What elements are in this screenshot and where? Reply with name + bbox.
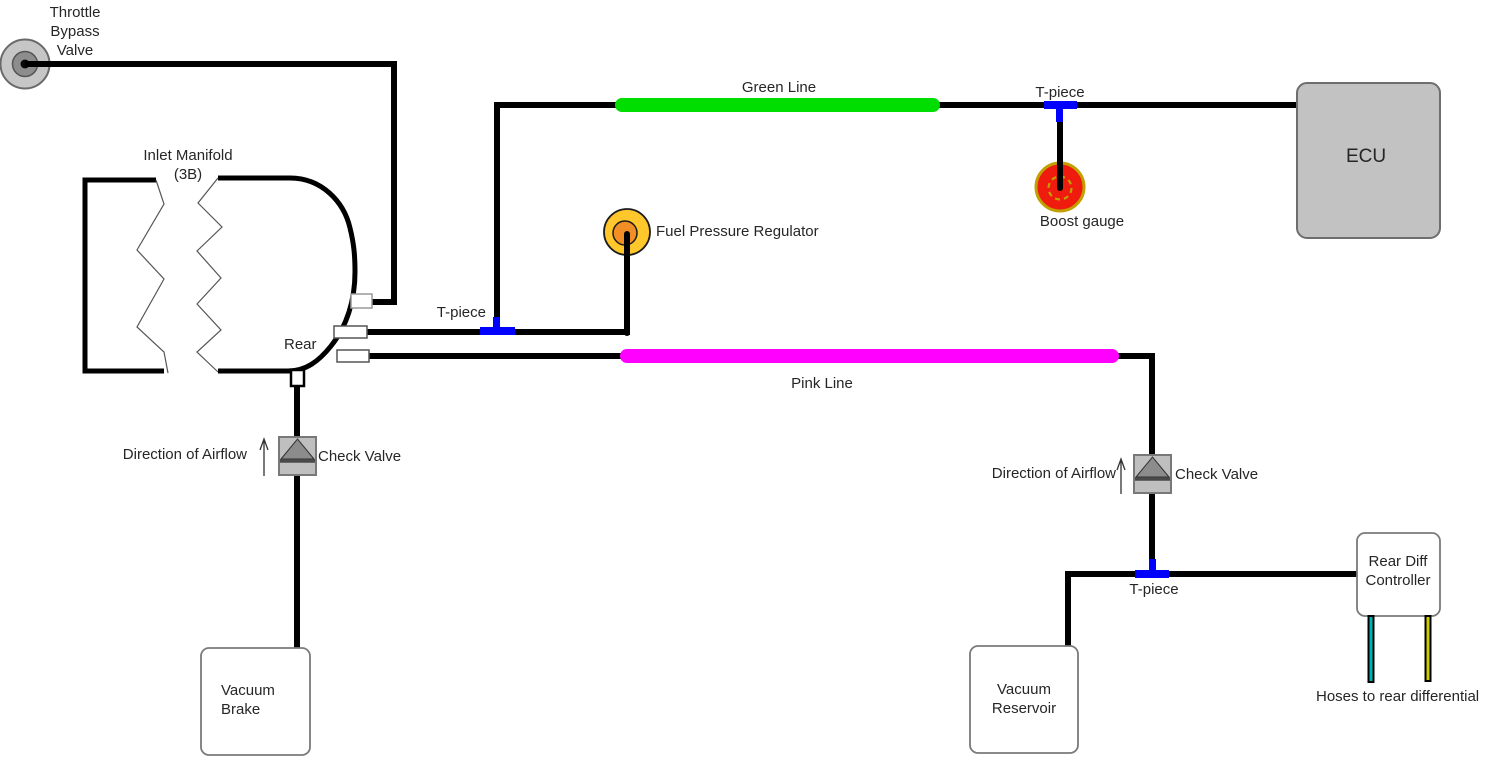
rear-diff-hoses (1367, 615, 1432, 683)
t-piece-left-bar (480, 327, 515, 335)
manifold-port-top (350, 293, 373, 309)
t-piece-markers (480, 101, 1169, 578)
check-valve-left-icon (278, 436, 317, 476)
boost-gauge-inner-ring (1047, 175, 1073, 201)
rear-diff-controller-box (1356, 532, 1441, 617)
vacuum-reservoir-box (969, 645, 1079, 754)
manifold-break-zigzag-right (196, 177, 223, 373)
t-piece-top-bar (1044, 101, 1077, 109)
manifold-right-outline (218, 175, 358, 374)
throttle-bypass-valve-label: Throttle Bypass Valve (49, 4, 101, 59)
ecu-box (1296, 82, 1441, 239)
vacuum-brake-label: Vacuum Brake (221, 682, 275, 718)
vacuum-brake-box (200, 647, 311, 756)
check-valve-right-triangle (1134, 456, 1171, 478)
t-piece-right-stub (1149, 559, 1156, 572)
manifold-port-underside (289, 368, 306, 388)
fuel-pressure-regulator-icon (603, 208, 651, 336)
manifold-rear-label: Rear (284, 336, 317, 353)
check-valve-left-triangle (279, 438, 316, 460)
rear-diff-controller-label: Rear Diff Controller (1365, 553, 1431, 589)
line-pink-line-to-tpiece-right (1110, 353, 1155, 576)
t-piece-top-label: T-piece (1035, 84, 1085, 101)
t-piece-top-stub (1056, 107, 1063, 122)
t-piece-right-marker (1135, 559, 1169, 578)
t-piece-right-bar (1135, 570, 1169, 578)
fuel-pressure-regulator-label: Fuel Pressure Regulator (656, 223, 819, 240)
vacuum-lines (25, 61, 1360, 652)
boost-gauge-icon (1034, 105, 1086, 213)
manifold-port-bottom (336, 349, 370, 363)
line-tbv-to-manifold (25, 61, 397, 305)
green-line-label: Green Line (741, 79, 817, 96)
t-piece-right-label: T-piece (1129, 581, 1179, 598)
t-piece-left-stub (493, 317, 500, 330)
airflow-right-label: Direction of Airflow (991, 465, 1116, 482)
vacuum-reservoir-label: Vacuum Reservoir (991, 681, 1057, 717)
boost-gauge-label: Boost gauge (1039, 213, 1125, 230)
manifold-ports (289, 293, 373, 388)
manifold-break-zigzag-left (136, 179, 169, 374)
t-piece-left-marker (480, 317, 515, 335)
ecu-label: ECU (1345, 146, 1387, 167)
manifold-left-outline (82, 177, 164, 374)
hoses-to-rear-differential-label: Hoses to rear differential (1316, 688, 1480, 705)
manifold-port-middle (333, 325, 368, 339)
check-valve-right-label: Check Valve (1175, 466, 1259, 483)
pink-line-label: Pink Line (791, 375, 853, 392)
check-valve-right-icon (1133, 454, 1172, 494)
inlet-manifold-label: Inlet Manifold (3B) (143, 147, 233, 183)
check-valve-left-label: Check Valve (318, 448, 402, 465)
line-reservoir-tpiece-rdc (1065, 571, 1360, 650)
t-piece-top-marker (1044, 101, 1077, 122)
inlet-manifold-shape (82, 175, 358, 374)
t-piece-left-label: T-piece (436, 304, 486, 321)
airflow-left-label: Direction of Airflow (122, 446, 247, 463)
airflow-arrow-left-icon (259, 437, 269, 476)
airflow-arrow-right-icon (1116, 457, 1126, 494)
line-tpiece-to-green-line (494, 102, 624, 331)
